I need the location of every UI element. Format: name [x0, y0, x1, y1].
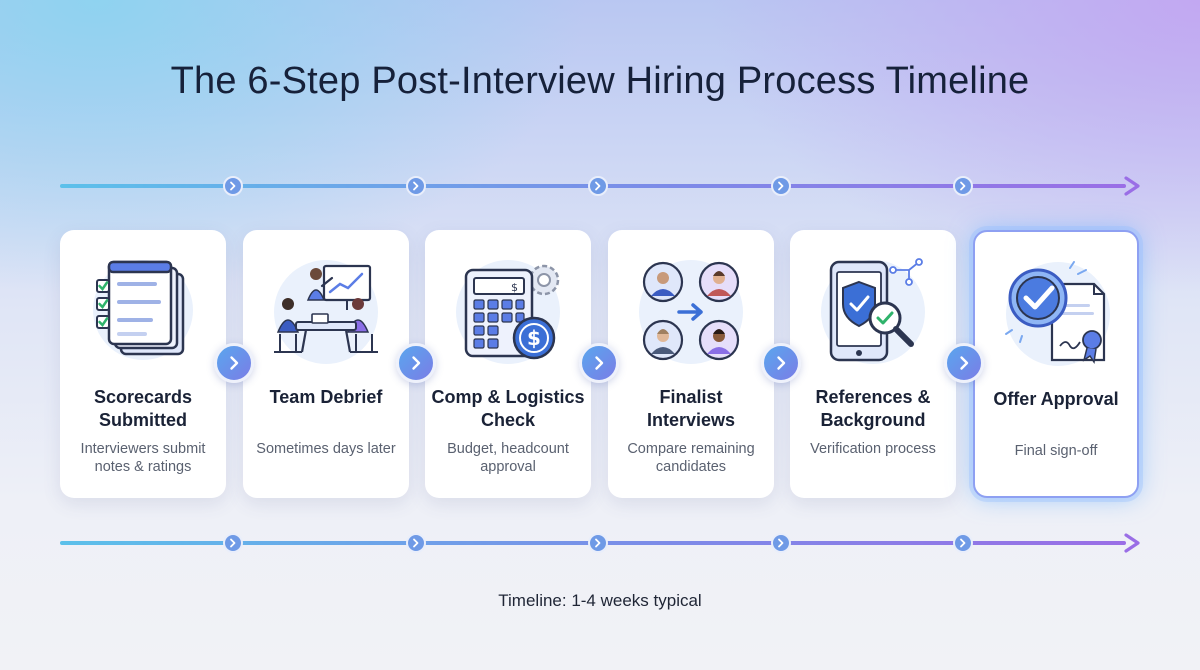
step-connector [761, 343, 801, 383]
step-description: Budget, headcount approval [447, 441, 569, 475]
chevron-right-icon [413, 181, 419, 191]
step-connector [214, 343, 254, 383]
step-card-references: References & Background Verification pro… [790, 230, 956, 498]
step-connector [579, 343, 619, 383]
timeline-node [223, 533, 243, 553]
timeline-node [953, 176, 973, 196]
calculator-dollar-icon: $ $ [456, 260, 560, 364]
timeline-track-top [60, 176, 1142, 196]
step-title: Offer Approval [993, 389, 1119, 409]
step-connector [944, 343, 984, 383]
step-card-scorecards: Scorecards Submitted Interviewers submit… [60, 230, 226, 498]
chevron-right-icon [778, 538, 784, 548]
step-card-offer-approval: Offer Approval Final sign-off [973, 230, 1139, 498]
step-description: Sometimes days later [256, 441, 396, 457]
step-title: Finalist Interviews [646, 387, 736, 430]
chevron-right-icon [960, 356, 969, 370]
step-card-comp-logistics: $ $ Comp & Logistics Check Budget, headc… [425, 230, 591, 498]
chevron-right-icon [230, 538, 236, 548]
step-title: Comp & Logistics Check [431, 387, 585, 430]
page-title: The 6-Step Post-Interview Hiring Process… [170, 60, 1030, 102]
timeline-node [588, 176, 608, 196]
step-description: Final sign-off [1014, 443, 1098, 459]
timeline-footnote: Timeline: 1-4 weeks typical [498, 591, 702, 610]
timeline-track-bottom [60, 533, 1142, 553]
team-meeting-icon [274, 260, 378, 364]
arrow-right-icon [1124, 533, 1140, 553]
chevron-right-icon [230, 356, 239, 370]
timeline-node [588, 533, 608, 553]
step-title: Scorecards Submitted [93, 387, 193, 430]
candidates-compare-icon [639, 260, 743, 364]
chevron-right-icon [595, 356, 604, 370]
step-card-finalist-interviews: Finalist Interviews Compare remaining ca… [608, 230, 774, 498]
chevron-right-icon [777, 356, 786, 370]
chevron-right-icon [413, 538, 419, 548]
timeline-node [406, 533, 426, 553]
step-description: Compare remaining candidates [627, 441, 755, 475]
svg-text:$: $ [511, 281, 518, 294]
phone-shield-magnifier-icon [821, 258, 925, 364]
step-card-team-debrief: Team Debrief Sometimes days later [243, 230, 409, 498]
step-title: References & Background [815, 387, 931, 430]
chevron-right-icon [595, 538, 601, 548]
step-description: Interviewers submit notes & ratings [80, 441, 206, 475]
timeline-node [223, 176, 243, 196]
svg-text:$: $ [527, 326, 541, 350]
arrow-right-icon [1124, 176, 1140, 196]
chevron-right-icon [230, 181, 236, 191]
scorecards-checklist-icon [93, 260, 193, 360]
chevron-right-icon [778, 181, 784, 191]
timeline-node [771, 533, 791, 553]
timeline-node [406, 176, 426, 196]
chevron-right-icon [960, 538, 966, 548]
chevron-right-icon [595, 181, 601, 191]
step-connector [396, 343, 436, 383]
step-description: Verification process [810, 441, 936, 457]
timeline-node [953, 533, 973, 553]
chevron-right-icon [960, 181, 966, 191]
step-title: Team Debrief [269, 387, 383, 407]
checkmark-certificate-icon [1005, 261, 1110, 366]
timeline-node [771, 176, 791, 196]
chevron-right-icon [412, 356, 421, 370]
